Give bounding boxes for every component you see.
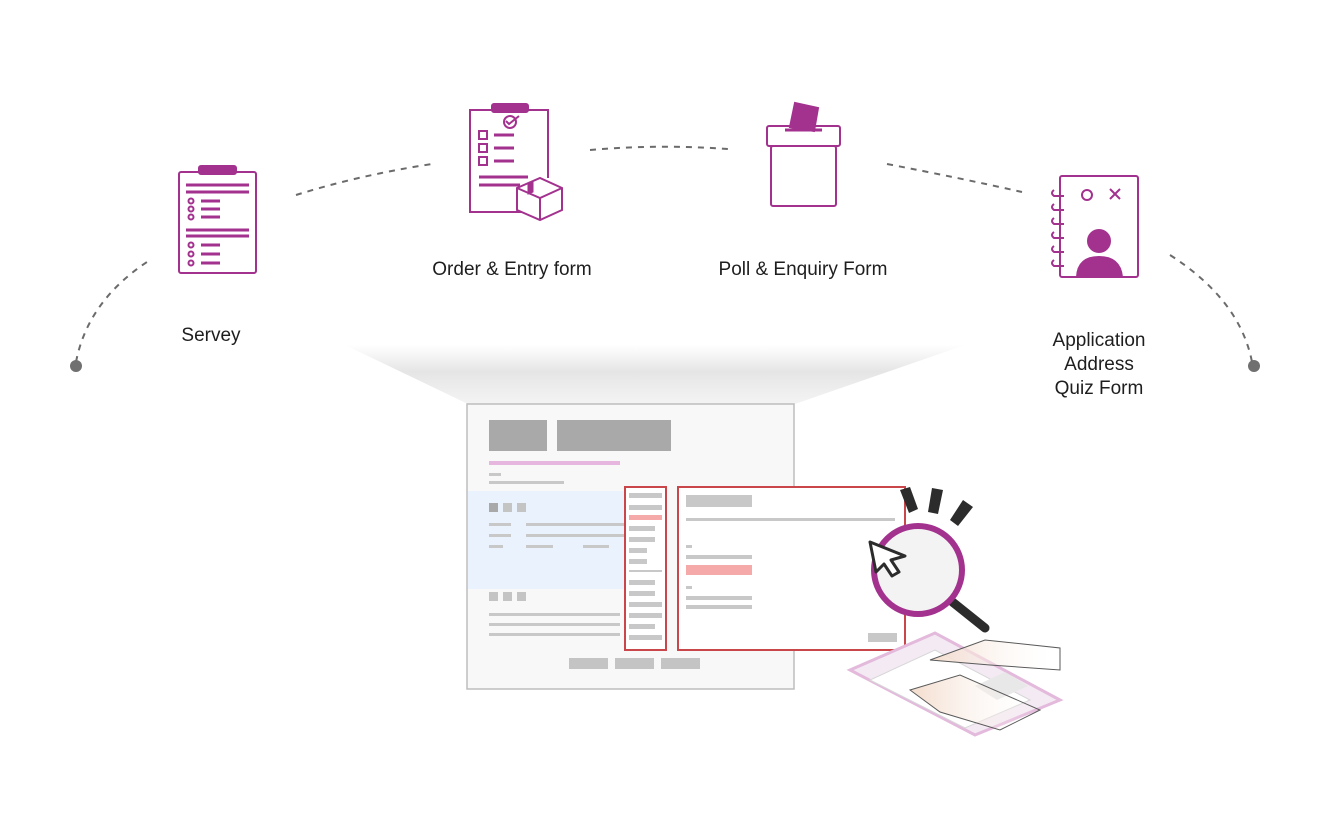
category-label-poll-enquiry: Poll & Enquiry Form — [718, 259, 888, 280]
ballot-box-icon — [766, 101, 841, 207]
clipboard-list-icon — [178, 165, 257, 274]
category-label-application: Application Address Quiz Form — [1052, 330, 1146, 399]
cursor-icon — [868, 540, 907, 578]
connector-middle — [589, 145, 729, 151]
category-label-order-entry: Order & Entry form — [432, 259, 592, 280]
connector-endpoint-right — [1248, 360, 1260, 372]
connector-endpoint-left — [70, 360, 82, 372]
connector-arc — [75, 145, 1253, 363]
connector-right-upper — [886, 163, 1023, 193]
profile-notebook-icon — [1051, 175, 1139, 278]
clipboard-checklist-box-icon — [469, 103, 563, 222]
connector-right-lower — [1169, 254, 1253, 363]
connector-left-lower — [75, 259, 151, 363]
form-mockup-title-block — [489, 420, 547, 451]
form-mockup-dialog — [677, 486, 906, 651]
projection-beam — [345, 345, 965, 405]
category-label-survey: Servey — [181, 325, 241, 346]
form-mockup-column-panel — [624, 486, 667, 651]
connector-left-upper — [295, 163, 433, 196]
magnifier-icon — [868, 487, 990, 633]
laptop-illustration — [846, 631, 1064, 737]
highlight-rays — [900, 487, 973, 526]
form-mockup-accent-line — [489, 461, 620, 465]
